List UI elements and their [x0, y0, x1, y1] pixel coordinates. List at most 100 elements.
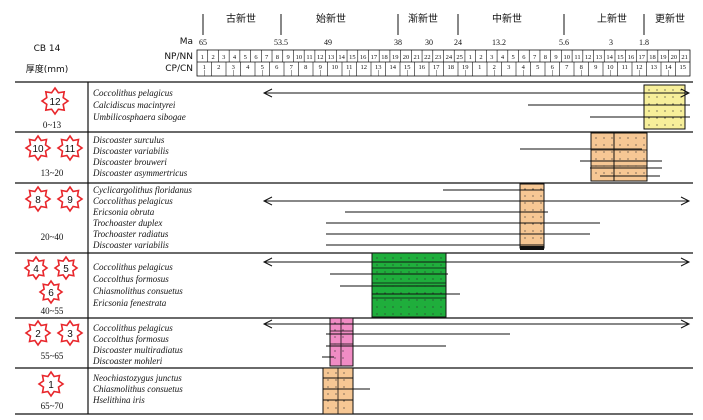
- epoch-paleocene: 古新世: [226, 12, 256, 25]
- cp-zone-label: 2: [493, 64, 496, 71]
- cp-zone-label: 11: [622, 64, 628, 71]
- ma-tick: 3: [609, 38, 613, 47]
- species-name: Calcidiscus macintyrei: [93, 100, 176, 110]
- thickness-range: 0~13: [43, 120, 62, 130]
- np-zone-label: 6: [254, 54, 258, 61]
- cp-zone-label: 18: [448, 64, 455, 71]
- species-name: Coccolithus pelagicus: [93, 323, 173, 333]
- sample-star-icon: [53, 255, 79, 281]
- sample-star-icon: [56, 134, 84, 162]
- zone-boxes: [322, 84, 686, 415]
- sample-number: 9: [67, 195, 73, 206]
- cp-zone-label: 3: [232, 64, 235, 71]
- np-zone-label: 13: [596, 54, 603, 61]
- ma-tick: 1.8: [639, 38, 649, 47]
- species-name: Neochiastozygus junctus: [92, 373, 182, 383]
- ma-tick: 53.5: [274, 38, 288, 47]
- sample-number: 4: [33, 264, 39, 275]
- species-lists: Coccolithus pelagicus Calcidiscus macint…: [92, 88, 192, 405]
- ma-tick: 24: [454, 38, 462, 47]
- sample-number: 3: [67, 329, 73, 340]
- np-zone-label: 18: [649, 54, 656, 61]
- ma-tick: 30: [425, 38, 433, 47]
- sample-star-icon: [40, 86, 70, 116]
- species-name: Ericsonia obruta: [92, 207, 155, 217]
- np-zone-label: 13: [328, 54, 335, 61]
- np-zone-label: 4: [501, 54, 505, 61]
- np-zone-label: 24: [446, 54, 453, 61]
- np-zone-label: 15: [617, 54, 624, 61]
- np-zone-label: 10: [564, 54, 571, 61]
- cp-zone-label: 10: [332, 64, 339, 71]
- species-name: Coccolithus pelagicus: [93, 88, 173, 98]
- sample-number: 2: [35, 329, 41, 340]
- np-zone-label: 20: [403, 54, 410, 61]
- cp-zone-label: 9: [319, 64, 322, 71]
- zone-box-orange: [519, 183, 545, 249]
- epoch-oligocene: 渐新世: [408, 12, 438, 25]
- cp-zone-label: 14: [390, 64, 397, 71]
- cp-zone-label: 9: [594, 64, 597, 71]
- np-zone-label: 12: [317, 54, 324, 61]
- species-name: Coccolithus pelagicus: [93, 196, 173, 206]
- np-zone-label: 20: [671, 54, 678, 61]
- np-zone-label: 22: [424, 54, 431, 61]
- species-name: Discoaster brouweri: [92, 157, 167, 167]
- sample-number: 5: [63, 264, 69, 275]
- np-zone-label: 2: [211, 54, 214, 61]
- np-zone-label: 9: [286, 54, 289, 61]
- species-name: Chiasmolithus consuetus: [93, 384, 183, 394]
- sample-number: 11: [65, 144, 76, 155]
- np-zone-label: 21: [681, 54, 688, 61]
- species-name: Coccolithus pelagicus: [93, 262, 173, 272]
- thickness-range: 13~20: [41, 168, 64, 178]
- cp-zone-label: 3: [507, 64, 510, 71]
- species-name: Discoaster variabilis: [92, 240, 169, 250]
- cp-zone-label: 1: [478, 64, 481, 71]
- np-zone-label: 19: [392, 54, 399, 61]
- zone-box-green: [371, 252, 447, 318]
- np-zone-label: 17: [639, 54, 646, 61]
- thickness-range: 40~55: [41, 306, 64, 316]
- cp-label: CP/CN: [165, 64, 193, 74]
- cp-zone-label: 7: [290, 64, 294, 71]
- np-zone-label: 18: [381, 54, 388, 61]
- np-zone-label: 19: [660, 54, 667, 61]
- np-zone-label: 1: [469, 54, 472, 61]
- ma-tick: 49: [324, 38, 332, 47]
- np-zone-label: 8: [276, 54, 279, 61]
- species-name: Discoaster asymmertricus: [92, 168, 188, 178]
- cp-zone-label: 6: [551, 64, 555, 71]
- sample-number: 1: [48, 380, 54, 391]
- section-frames: [15, 81, 693, 415]
- np-zone-label: 6: [522, 54, 526, 61]
- sample-label: CB 14: [34, 44, 61, 54]
- np-zone-label: 11: [306, 54, 312, 61]
- sample-star-icon: [24, 134, 52, 162]
- np-zone-label: 23: [435, 54, 442, 61]
- species-name: Coccolthus formosus: [93, 334, 169, 344]
- ma-tick: 5.6: [559, 38, 569, 47]
- np-zone-label: 1: [201, 54, 204, 61]
- epoch-pliocene: 上新世: [597, 12, 627, 25]
- cp-zone-label: 7: [565, 64, 569, 71]
- species-name: Hselithina iris: [92, 395, 145, 405]
- cp-zone-label: 5: [261, 64, 264, 71]
- np-zone-label: 25: [456, 54, 463, 61]
- epoch-eocene: 始新世: [316, 12, 346, 25]
- np-zone-label: 2: [479, 54, 482, 61]
- cp-zone-label: 16: [419, 64, 426, 71]
- species-name: Ericsonia fenestrata: [92, 298, 167, 308]
- epoch-miocene: 中新世: [492, 12, 522, 25]
- cp-zone-label: 6: [275, 64, 279, 71]
- np-label: NP/NN: [164, 52, 193, 62]
- np-zone-label: 11: [574, 54, 580, 61]
- cp-zone-label: 12: [636, 64, 643, 71]
- thickness-range: 20~40: [41, 232, 64, 242]
- np-zone-label: 4: [233, 54, 237, 61]
- ma-tick: 13.2: [492, 38, 506, 47]
- species-name: Coccolthus formosus: [93, 274, 169, 284]
- thickness-range: 55~65: [41, 351, 64, 361]
- np-zone-label: 16: [360, 54, 367, 61]
- cp-zone-label: 1: [203, 64, 206, 71]
